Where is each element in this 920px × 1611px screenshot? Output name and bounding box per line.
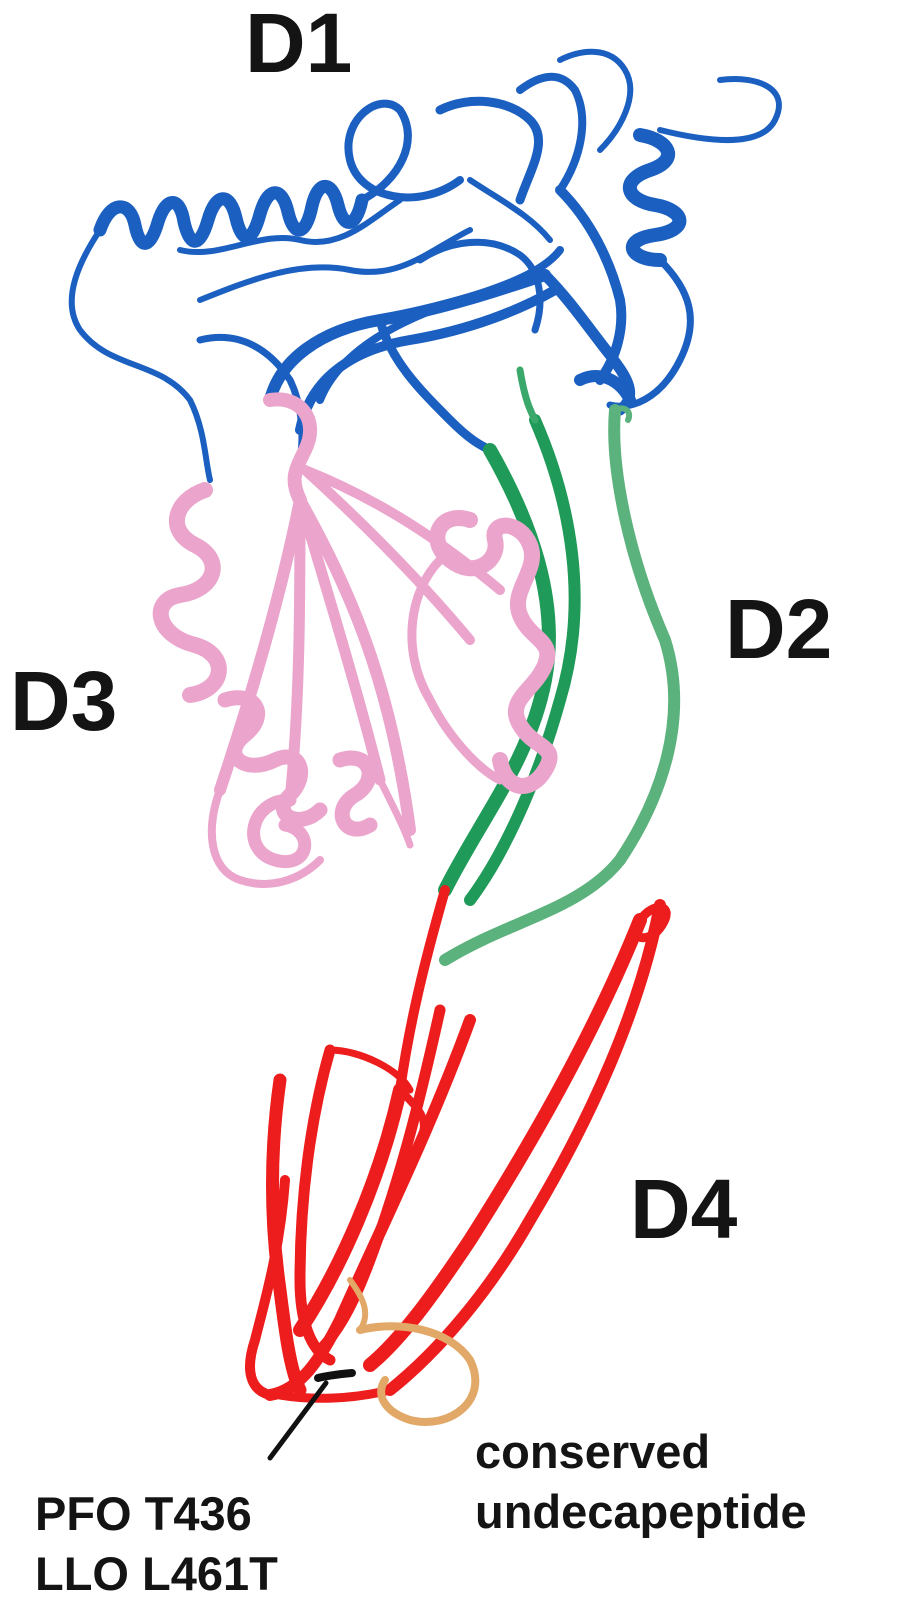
domain-d4-ribbon: [250, 890, 666, 1398]
undecapeptide-ribbon: [350, 1280, 475, 1422]
domain-d2-ribbon: [445, 370, 674, 960]
domain-d1-ribbon: [72, 52, 779, 480]
region-label-line1: conserved: [475, 1425, 710, 1478]
domain-label-d1: D1: [245, 0, 352, 90]
mutation-label-line1: PFO T436: [35, 1487, 252, 1540]
region-label-line2: undecapeptide: [475, 1485, 807, 1538]
mutation-label-line2: LLO L461T: [35, 1547, 278, 1600]
domain-label-d2: D2: [725, 582, 832, 676]
domain-label-d4: D4: [630, 1162, 738, 1256]
domain-label-d3: D3: [10, 654, 117, 748]
